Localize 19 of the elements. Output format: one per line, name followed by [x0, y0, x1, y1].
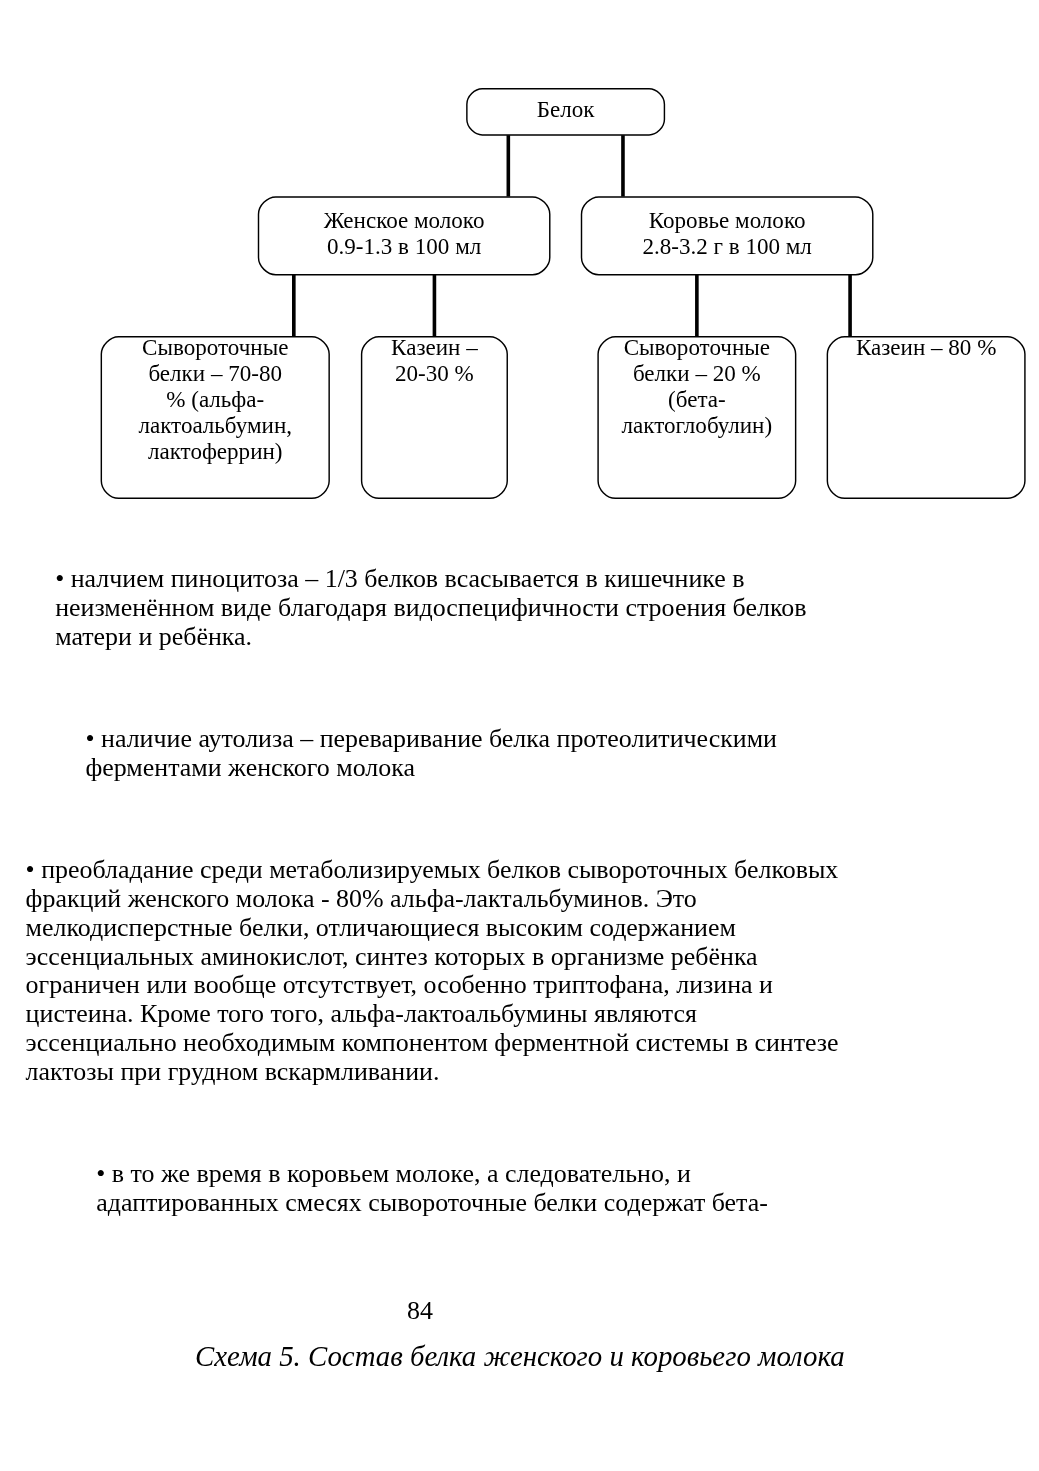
caption: Схема 5. Состав белка женского и коровьего молока	[195, 1340, 845, 1373]
connector	[848, 274, 852, 337]
node-box: Сывороточные белки – 20 % (бета-лактоглобулин)	[597, 336, 797, 499]
label: • налчием пиноцитоза – 1/3 белков всасывается в кишечнике в неизменённом виде благодаря видоспецифичности строения белков матери и ребёнка.	[55, 563, 807, 651]
connector	[621, 135, 625, 197]
node-box: Коровье молоко 2.8-3.2 г в 100 мл	[580, 196, 874, 276]
node-box: Казеин – 20-30 %	[360, 336, 508, 499]
label: 84	[407, 1296, 433, 1326]
node-box: Сывороточные белки – 70-80 % (альфа-лактоальбумин, лактоферрин)	[100, 336, 330, 499]
node-box: Белок	[466, 88, 666, 136]
label: • в то же время в коровьем молоке, а следовательно, и адаптированных смесях сывороточные белки содержат бета-	[96, 1159, 768, 1218]
connector	[432, 274, 437, 337]
connector	[506, 135, 511, 197]
node-box: Казеин – 80 %	[826, 336, 1026, 499]
connector	[695, 274, 699, 337]
node-box: Женское молоко 0.9-1.3 в 100 мл	[257, 196, 551, 276]
connector	[292, 274, 296, 337]
label: • преобладание среди метаболизируемых белков сывороточных белковых фракций женского молока - 80% альфа-лактальбуминов. Это мелкодисперстные белки, отличающиеся высоким содержанием эссенциальных аминокислот, синтез которых в организме ребёнка ограничен или вообще отсутствует, особенно триптофана, лизина и цистеина. Кроме того того, альфа-лактоальбумины являются эссенциально необходимым компонентом ферментной системы в синтезе лактозы при грудном вскармливании.	[25, 855, 839, 1086]
label: • наличие аутолиза – переваривание белка протеолитическими ферментами женского молока	[85, 723, 778, 782]
